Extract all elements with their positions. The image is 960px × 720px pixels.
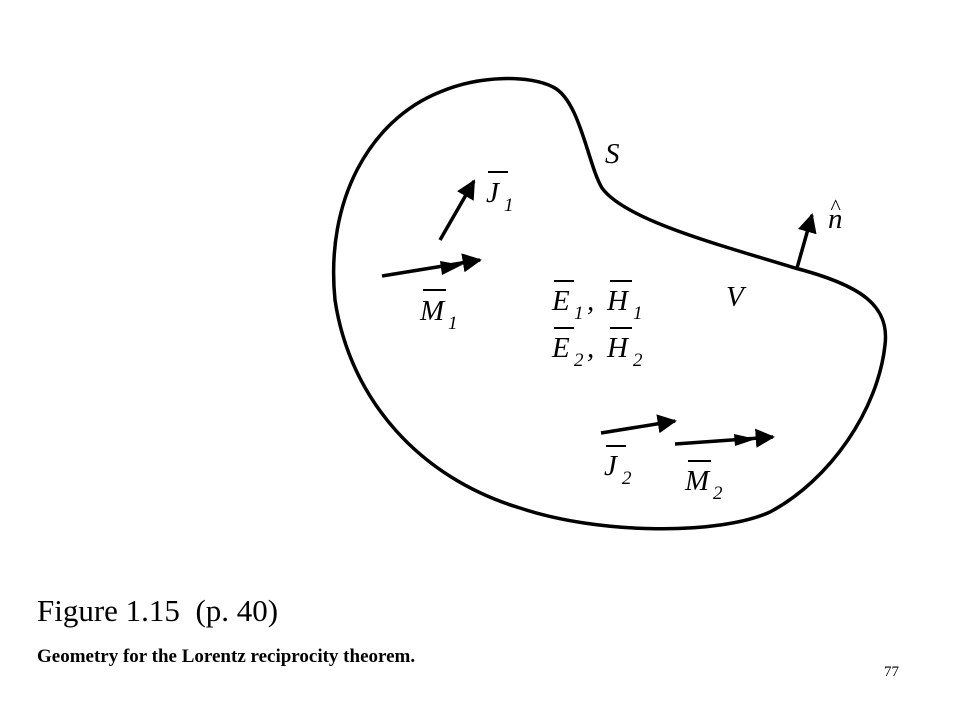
m2-subscript: 2	[713, 483, 723, 504]
j2-subscript: 2	[622, 468, 632, 489]
j2-symbol: J	[604, 450, 618, 482]
field-labels-2: E 2 , H 2	[551, 327, 643, 371]
surface-boundary	[331, 76, 888, 531]
m1-label: M 1	[419, 289, 458, 334]
j1-label: J 1	[486, 171, 514, 216]
figure-number: Figure 1.15	[37, 593, 180, 628]
j1-symbol: J	[486, 177, 500, 209]
page-number: 77	[884, 664, 899, 680]
e1-subscript: 1	[574, 303, 584, 324]
field-separator-1: ,	[587, 285, 594, 317]
h1-subscript: 1	[633, 303, 643, 324]
volume-label: V	[726, 281, 747, 313]
j1-subscript: 1	[504, 195, 514, 216]
normal-vector-arrow	[795, 213, 817, 269]
field-labels-1: E 1 , H 1	[551, 280, 643, 324]
e2-subscript: 2	[574, 350, 584, 371]
m2-arrow	[674, 428, 775, 448]
h2-subscript: 2	[633, 350, 643, 371]
normal-symbol: n	[828, 203, 843, 235]
e1-symbol: E	[551, 285, 570, 317]
surface-label: S	[605, 138, 620, 170]
e2-symbol: E	[551, 332, 570, 364]
h1-symbol: H	[606, 285, 630, 317]
figure-caption: Geometry for the Lorentz reciprocity the…	[37, 646, 416, 667]
normal-hat: ^	[830, 194, 841, 219]
m1-symbol: M	[419, 295, 446, 327]
normal-label: n ^	[828, 194, 843, 235]
field-separator-2: ,	[587, 332, 594, 364]
j2-arrow	[600, 414, 677, 435]
h2-symbol: H	[606, 332, 630, 364]
m1-subscript: 1	[448, 313, 458, 334]
j2-label: J 2	[604, 445, 632, 489]
j1-arrow	[438, 179, 476, 241]
m1-arrow	[381, 253, 482, 278]
m2-label: M 2	[684, 460, 723, 504]
figure-page-ref: (p. 40)	[195, 593, 279, 628]
figure-title: Figure 1.15 (p. 40)	[37, 593, 278, 629]
m2-symbol: M	[684, 465, 711, 497]
